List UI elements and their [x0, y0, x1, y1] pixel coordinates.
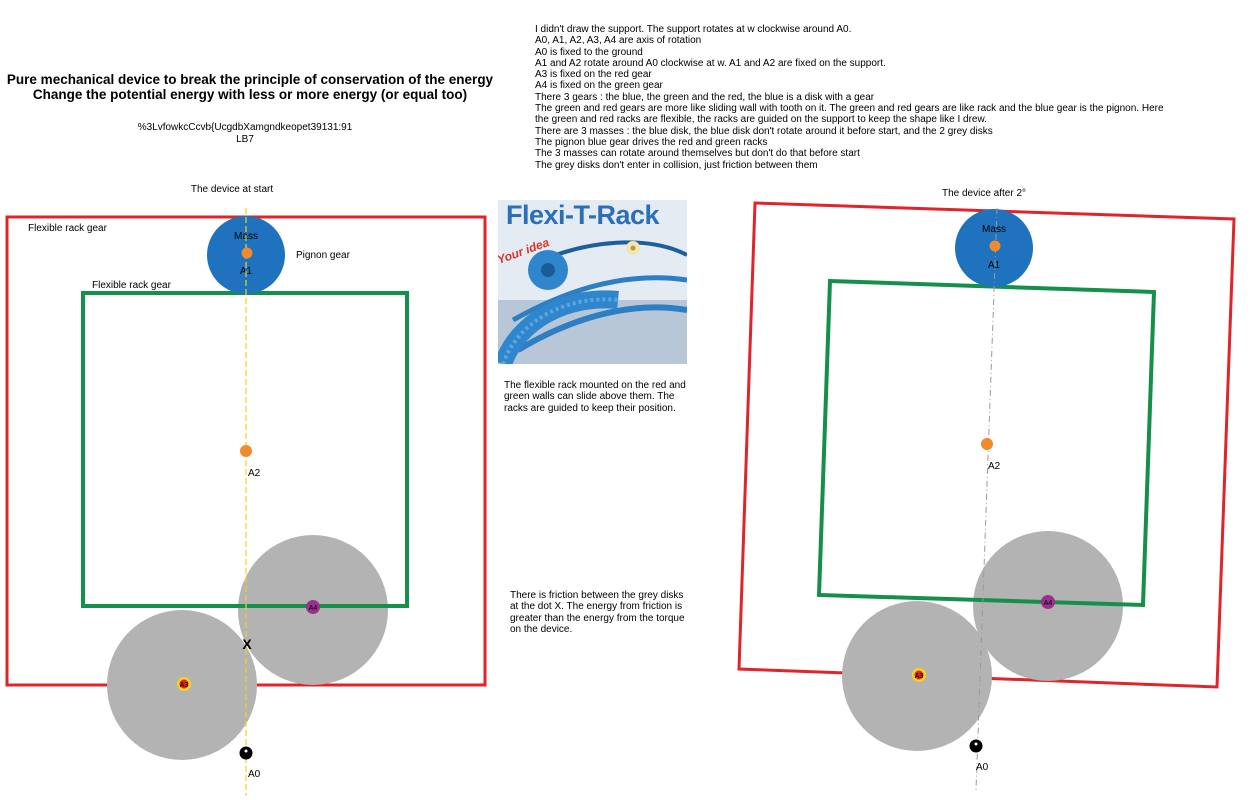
right-device: The device after 2° Mass A1 A2 A4 A3 A0 [737, 188, 1236, 791]
pignon-label: Pignon gear [296, 250, 351, 261]
right-green-rack-frame [816, 278, 1157, 608]
note-line: A0, A1, A2, A3, A4 are axis of rotation [535, 35, 702, 47]
note-line: the green and red racks are flexible, th… [535, 114, 987, 126]
left-caption: The device at start [191, 184, 273, 195]
green-rack-label: Flexible rack gear [92, 280, 172, 291]
a4-label: A4 [309, 605, 318, 612]
a4-pivot [306, 600, 320, 614]
right-a2-pivot [981, 438, 993, 450]
right-caption: The device after 2° [942, 188, 1026, 199]
friction-point-x: X [242, 636, 252, 652]
red-rack-label: Flexible rack gear [28, 223, 108, 234]
photo-title: Flexi-T-Rack [506, 200, 660, 230]
a0-label: A0 [248, 769, 261, 780]
page-title: Pure mechanical device to break the prin… [0, 72, 500, 102]
right-a4-label: A4 [1044, 600, 1053, 607]
title-line-1: Pure mechanical device to break the prin… [6, 72, 494, 87]
friction-note: There is friction between the grey disks… [510, 590, 685, 635]
a1-pivot [241, 247, 253, 259]
a3-label: A3 [180, 682, 189, 689]
note-line: The green and red gears are more like sl… [535, 103, 1164, 115]
flexi-t-rack-photo: Flexi-T-Rack Your idea [498, 200, 687, 364]
right-a1-label: A1 [988, 260, 1001, 271]
note-line: The 3 masses can rotate around themselve… [535, 148, 860, 160]
right-axis-line [975, 207, 998, 791]
note-line: There 3 gears : the blue, the green and … [535, 91, 875, 103]
right-a4-pivot [1041, 595, 1055, 609]
note-line: There are 3 masses : the blue disk, the … [535, 125, 993, 137]
right-a2-label: A2 [988, 461, 1001, 472]
right-a3-label: A3 [915, 673, 924, 680]
note-line: A3 is fixed on the red gear [535, 69, 652, 81]
right-a0-pivot-center [974, 742, 978, 746]
note-line: The pignon blue gear drives the red and … [535, 136, 768, 148]
right-a1-pivot [989, 240, 1001, 252]
note-line: I didn't draw the support. The support r… [535, 24, 852, 35]
code-text: %3LvfowkcCcvb{UcgdbXamgndkeopet39131:91 … [0, 122, 490, 146]
right-a0-pivot [969, 739, 983, 753]
title-line-2: Change the potential energy with less or… [32, 87, 468, 102]
notes-list: I didn't draw the support. The support r… [535, 24, 1175, 171]
code-line-2: LB7 [236, 134, 254, 145]
right-mass-label: Mass [982, 224, 1006, 235]
a0-pivot-center [244, 749, 248, 753]
left-device: The device at start Flexible rack gear F… [5, 184, 487, 796]
a0-pivot [239, 746, 253, 760]
right-a3-pivot [914, 670, 924, 680]
rack-illustration [498, 200, 687, 364]
note-line: A1 and A2 rotate around A0 clockwise at … [535, 57, 886, 69]
note-line: A4 is fixed on the green gear [535, 80, 663, 92]
code-line-1: %3LvfowkcCcvb{UcgdbXamgndkeopet39131:91 [137, 122, 353, 133]
right-a0-label: A0 [976, 762, 989, 773]
right-red-rack-frame [737, 201, 1236, 689]
a3-pivot [179, 679, 189, 689]
note-line: The grey disks don't enter in collision,… [535, 159, 818, 171]
rack-note: The flexible rack mounted on the red and… [504, 380, 686, 414]
a2-label: A2 [248, 468, 261, 479]
a2-pivot [240, 445, 252, 457]
note-line: A0 is fixed to the ground [535, 46, 643, 58]
